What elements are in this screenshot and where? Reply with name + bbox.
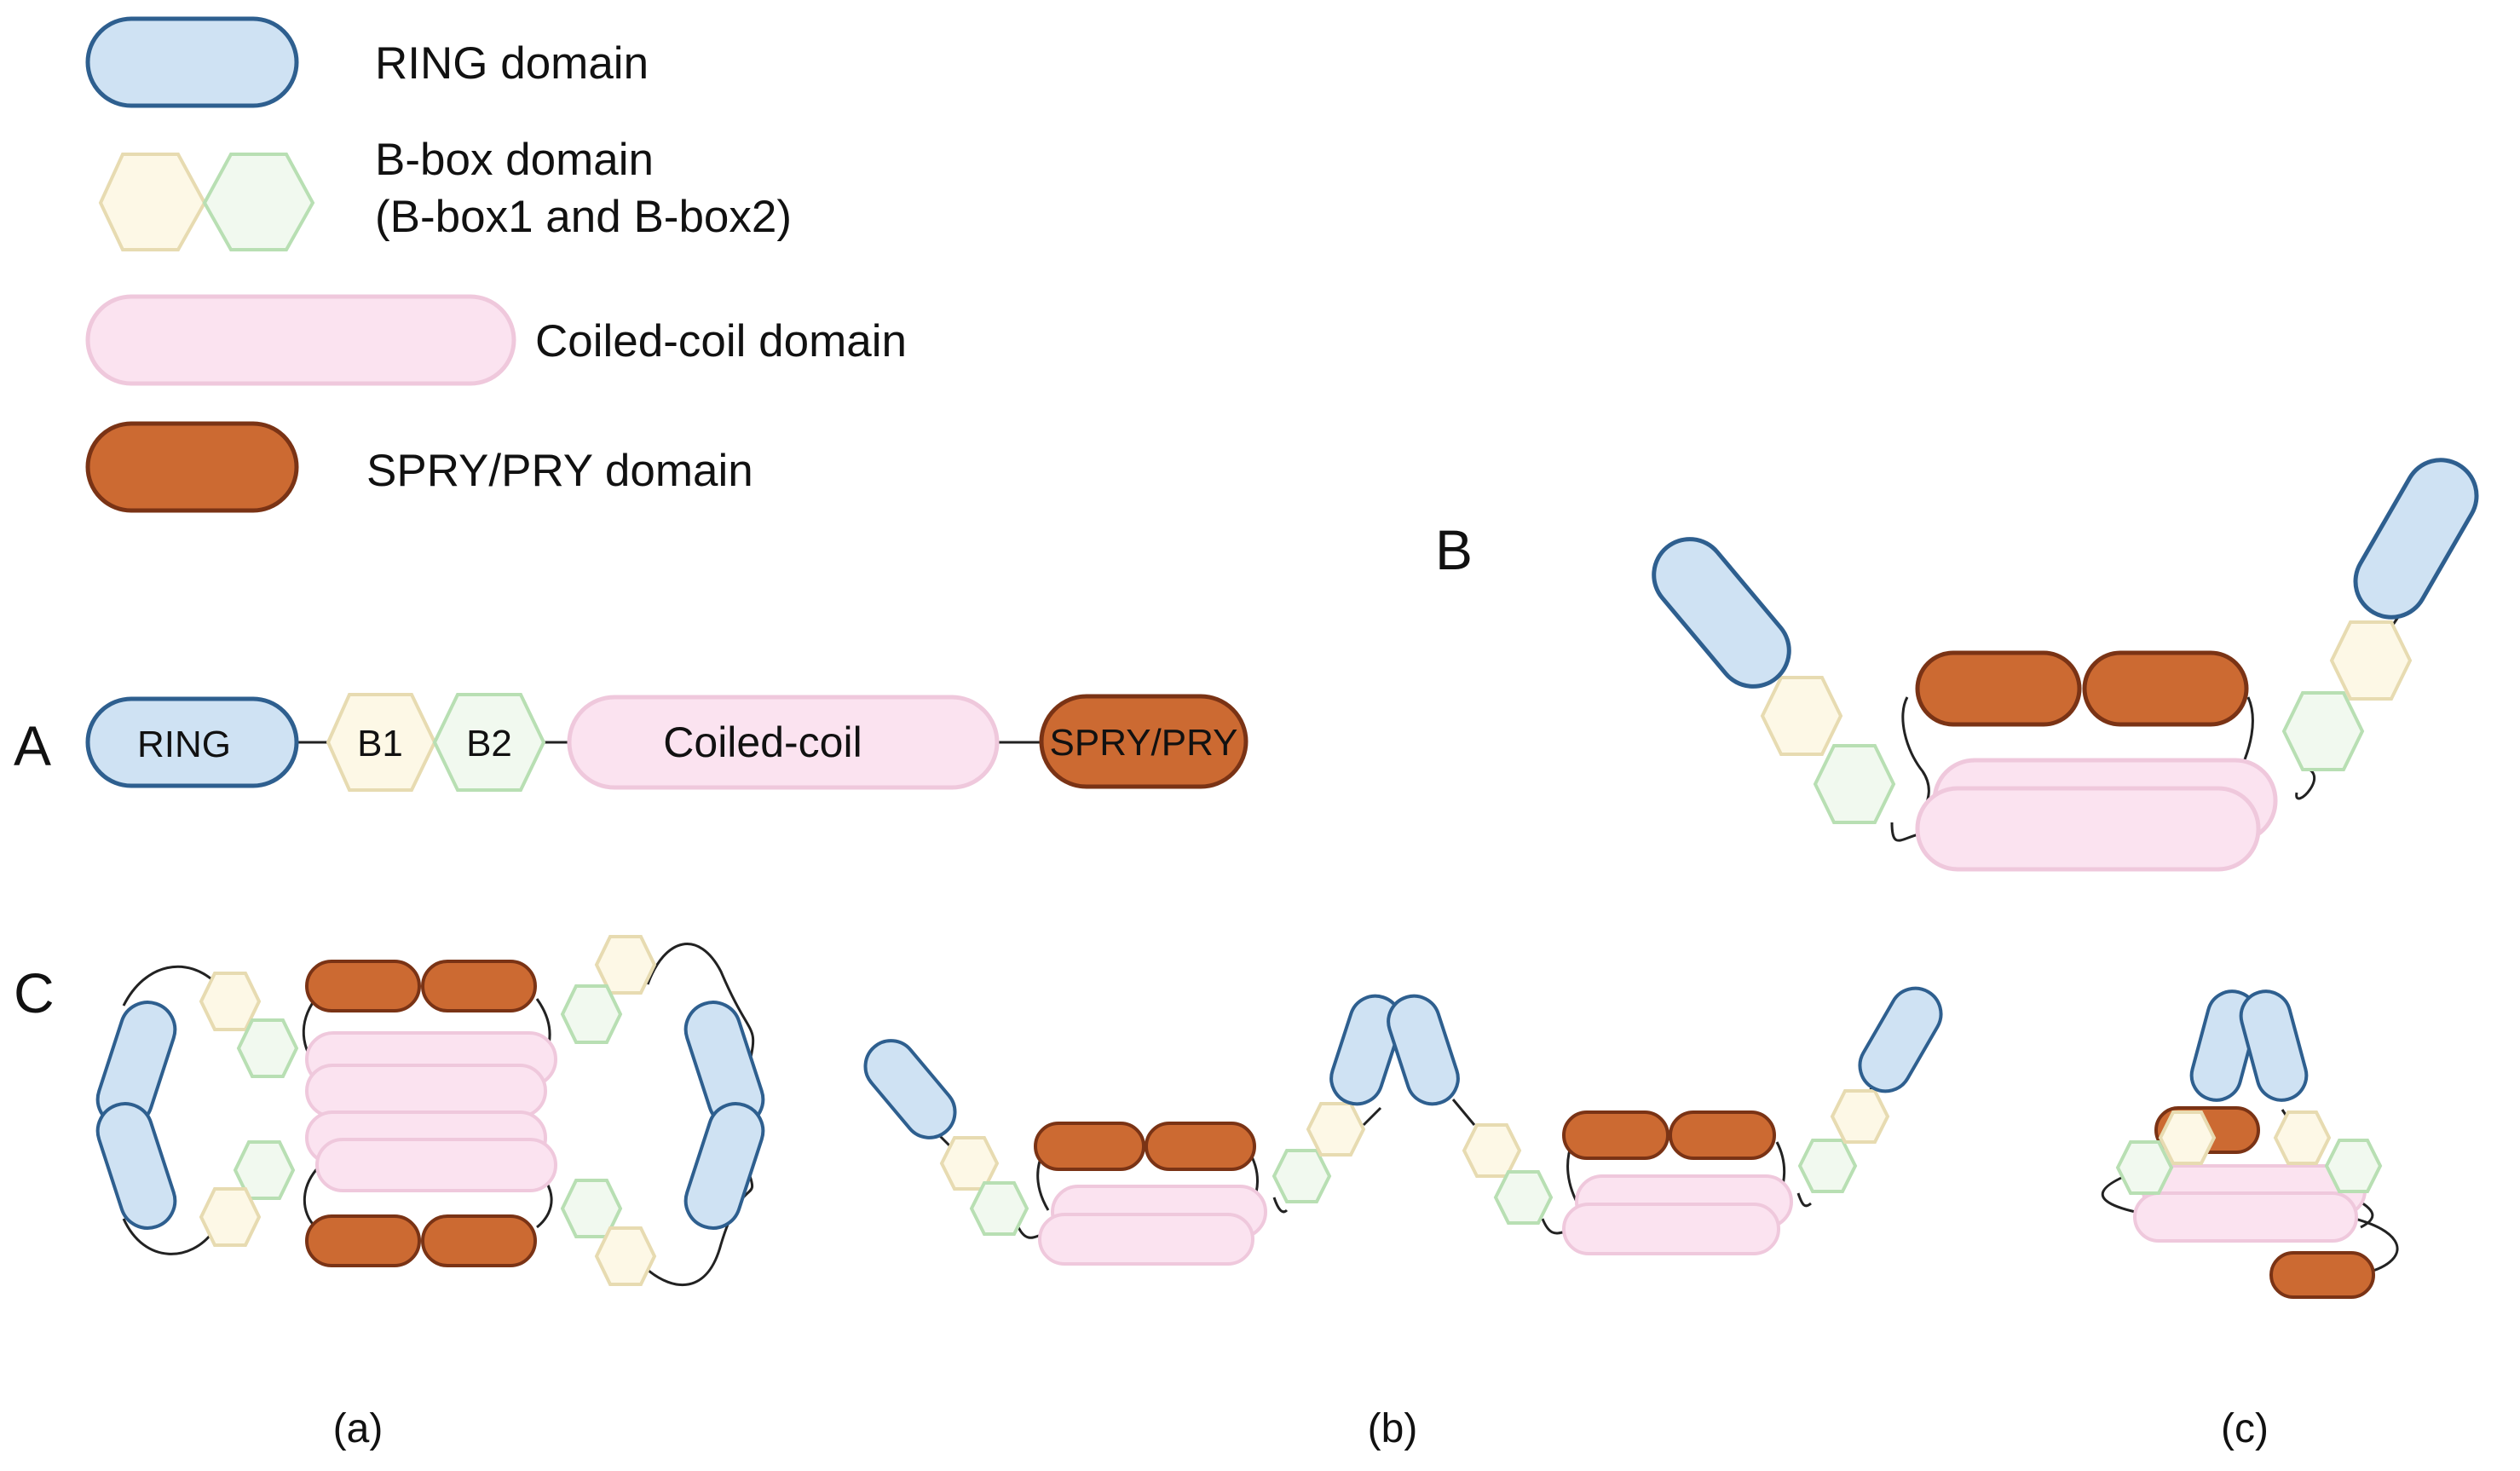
panel-c-a-ring-ll <box>95 1102 177 1230</box>
legend-spry-label: SPRY/PRY domain <box>366 446 753 496</box>
panel-c-a-bbox1-ul <box>199 972 262 1031</box>
panel-c-label: C <box>14 961 55 1024</box>
panel-c-c-bbox2-right <box>2324 1139 2383 1193</box>
subpanel-b-label: (b) <box>1368 1406 1418 1451</box>
panel-a-spry-label: SPRY/PRY <box>1050 722 1238 764</box>
panel-c: C <box>14 935 2399 1451</box>
panel-c-b-left-spry-2 <box>1145 1122 1256 1171</box>
panel-c-b-left-bbox1 <box>939 1136 1000 1191</box>
panel-a-coiled-coil-domain <box>567 695 1000 790</box>
panel-c-b-ring-center-2 <box>1387 994 1460 1106</box>
panel-c-b-right-bbox2 <box>1493 1170 1554 1225</box>
legend-ring-swatch <box>85 16 299 108</box>
panel-c-b-left-coiled-coil-2 <box>1038 1213 1254 1266</box>
panel-a-ring-domain <box>85 696 299 788</box>
panel-c-b-left-bbox2 <box>969 1181 1029 1236</box>
panel-c-a-bbox1-ll <box>199 1187 262 1247</box>
panel-c-b-right-ring <box>1858 986 1943 1093</box>
panel-c-a-spry-bottom-1 <box>305 1214 421 1267</box>
panel-c-a-coiled-coil-4 <box>315 1138 557 1192</box>
panel-c-b-ring-center-1 <box>1329 994 1403 1106</box>
panel-c-c-bbox1-left <box>2158 1110 2217 1165</box>
panel-a-ring-label: RING <box>137 724 231 765</box>
panel-c-c-ring-2 <box>2239 989 2309 1102</box>
panel-c-b-right-bbox2-r <box>1797 1139 1858 1193</box>
panel-b-spry-2 <box>2082 650 2249 727</box>
legend: RING domain B-box domain (B-box1 and B-b… <box>85 16 907 513</box>
panel-c-a-bbox2-lr <box>560 1179 623 1238</box>
panel-c-a-hexamer <box>95 935 765 1287</box>
panel-b-left-ring <box>1652 537 1791 689</box>
panel-c-b-left-ring <box>863 1039 957 1139</box>
legend-spry-swatch <box>85 421 299 513</box>
panel-a-bbox2-domain <box>432 693 546 792</box>
legend-bbox1-swatch <box>98 153 207 251</box>
panel-b-spry-1 <box>1915 650 2082 727</box>
panel-c-b-left-bbox2-r <box>1272 1149 1332 1203</box>
panel-c-a-bbox2-ul <box>236 1018 299 1078</box>
panel-a-coiled-coil-label: Coiled-coil <box>663 718 862 766</box>
panel-b-left-bbox1 <box>1760 676 1843 756</box>
panel-c-a-spry-top-1 <box>305 960 421 1012</box>
legend-coiled-coil-label: Coiled-coil domain <box>535 316 907 366</box>
panel-b-left-bbox2 <box>1813 744 1896 824</box>
panel-c-b-left-spry-1 <box>1034 1122 1145 1171</box>
panel-c-c-monomer-dimer <box>2102 989 2399 1299</box>
subpanel-c-label: (c) <box>2221 1406 2269 1451</box>
panel-c-c-bbox1-right <box>2273 1110 2332 1165</box>
panel-c-b-right-bbox1 <box>1462 1123 1522 1178</box>
panel-c-a-coiled-coil-2 <box>305 1064 547 1118</box>
panel-c-b-left-bbox1-r <box>1306 1102 1366 1157</box>
panel-a-spry-domain <box>1039 694 1248 789</box>
panel-c-b-right-bbox1-r <box>1830 1089 1890 1144</box>
panel-c-a-spry-bottom-2 <box>421 1214 537 1267</box>
legend-ring-label: RING domain <box>375 38 649 89</box>
panel-c-c-spry-free <box>2269 1251 2375 1299</box>
legend-bbox-label: B-box domain <box>375 135 654 185</box>
legend-bbox2-swatch <box>202 153 315 251</box>
panel-b-label: B <box>1435 518 1473 581</box>
subpanel-a-label: (a) <box>333 1406 383 1451</box>
panel-a: A RING B1 B2 Coiled-coil SPRY/PRY <box>14 693 1248 792</box>
panel-c-a-spry-top-2 <box>421 960 537 1012</box>
panel-a-label: A <box>14 714 51 777</box>
panel-b-right-bbox1 <box>2329 620 2413 701</box>
panel-b-right-ring <box>2353 458 2479 620</box>
panel-c-a-bbox2-ur <box>560 984 623 1044</box>
panel-b-coiled-coil-2 <box>1915 786 2261 872</box>
panel-b-right-bbox2 <box>2281 691 2365 771</box>
panel-a-b1-label: B1 <box>357 723 403 764</box>
panel-c-b-right-coiled-coil-2 <box>1562 1203 1780 1255</box>
panel-c-c-bbox2-left <box>2115 1140 2174 1195</box>
panel-a-b2-label: B2 <box>466 723 512 764</box>
panel-c-b-dimers <box>863 986 1943 1266</box>
panel-c-c-coiled-coil-2 <box>2133 1191 2358 1243</box>
panel-c-b-right-spry-1 <box>1562 1110 1669 1160</box>
panel-c-a-ring-lr <box>683 1102 765 1230</box>
legend-coiled-coil-swatch <box>85 294 516 386</box>
panel-b: B <box>1435 458 2479 872</box>
legend-bbox-sublabel: (B-box1 and B-box2) <box>375 192 792 242</box>
panel-c-b-right-spry-2 <box>1669 1110 1776 1160</box>
panel-c-a-bbox1-lr <box>594 1226 657 1286</box>
